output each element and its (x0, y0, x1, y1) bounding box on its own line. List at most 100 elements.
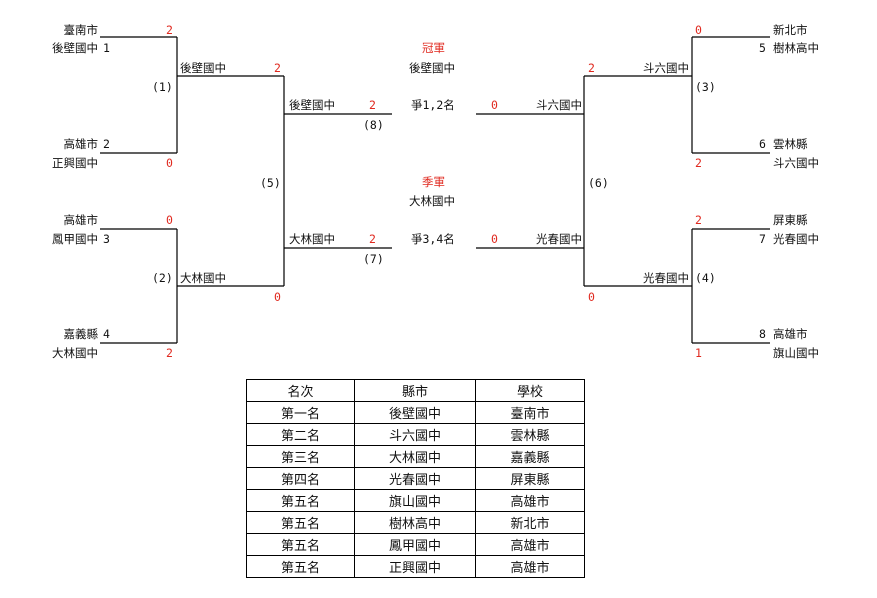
right-entry-6-score: 2 (695, 156, 702, 170)
left-entry-1-school: 後壁國中 (52, 41, 98, 55)
left-semi-2-winner: 大林國中 (289, 232, 335, 246)
left-entry-4-region: 嘉義縣 (63, 327, 99, 341)
table-row: 第五名 旗山國中 高雄市 (246, 489, 585, 512)
left-semi-2-score: 2 (369, 232, 376, 246)
region-cell: 新北市 (475, 511, 585, 534)
region-cell: 臺南市 (475, 401, 585, 424)
school-cell: 斗六國中 (354, 423, 476, 446)
right-game-3-score: 2 (588, 61, 595, 75)
table-row: 第三名 大林國中 嘉義縣 (246, 445, 585, 468)
right-entry-7-score: 2 (695, 213, 702, 227)
left-game-5-label: (5) (260, 176, 281, 190)
right-entry-8-school: 旗山國中 (773, 346, 819, 360)
left-entry-4-score: 2 (166, 346, 173, 360)
third-place-title: 季軍 (422, 175, 445, 189)
right-entry-6-school: 斗六國中 (773, 156, 819, 170)
left-game-2-score: 0 (274, 290, 281, 304)
left-game-1-winner: 後壁國中 (180, 61, 226, 75)
left-entry-2-seed: 2 (103, 137, 110, 151)
right-entry-7-region: 屏東縣 (773, 213, 808, 227)
rank-cell: 第五名 (246, 555, 355, 578)
rank-cell: 第五名 (246, 489, 355, 512)
region-cell: 雲林縣 (475, 423, 585, 446)
left-entry-3-score: 0 (166, 213, 173, 227)
champion-school: 後壁國中 (409, 61, 455, 75)
left-entry-3-region: 高雄市 (63, 213, 99, 227)
school-cell: 旗山國中 (354, 489, 476, 512)
left-entry-4-school: 大林國中 (52, 346, 98, 360)
right-entry-7-seed: 7 (759, 232, 766, 246)
left-entry-2-score: 0 (166, 156, 173, 170)
region-cell: 高雄市 (475, 489, 585, 512)
right-game-4-score: 0 (588, 290, 595, 304)
right-entry-8-region: 高雄市 (773, 327, 808, 341)
table-row: 第四名 光春國中 屏東縣 (246, 467, 585, 490)
rank-cell: 第五名 (246, 533, 355, 556)
left-entry-3-seed: 3 (103, 232, 110, 246)
left-entry-4-seed: 4 (103, 327, 110, 341)
left-semi-1-label: (8) (363, 118, 384, 132)
left-entry-3-school: 鳳甲國中 (52, 232, 98, 246)
table-row: 第一名 後壁國中 臺南市 (246, 401, 585, 424)
left-game-1-label: (1) (152, 80, 173, 94)
right-entry-6-region: 雲林縣 (773, 137, 808, 151)
rank-cell: 第二名 (246, 423, 355, 446)
right-semi-2-score: 0 (491, 232, 498, 246)
left-game-2-label: (2) (152, 271, 173, 285)
left-semi-2-label: (7) (363, 252, 384, 266)
right-entry-5-region: 新北市 (773, 23, 808, 37)
school-cell: 後壁國中 (354, 401, 476, 424)
header-school: 縣市 (354, 379, 476, 402)
left-entry-1-region: 臺南市 (63, 23, 99, 37)
right-semi-1-winner: 斗六國中 (536, 98, 582, 112)
right-entry-5-school: 樹林高中 (773, 41, 819, 55)
right-entry-8-score: 1 (695, 346, 702, 360)
table-row: 第五名 鳳甲國中 高雄市 (246, 533, 585, 556)
final-label: 爭1,2名 (411, 98, 455, 112)
region-cell: 嘉義縣 (475, 445, 585, 468)
rank-cell: 第一名 (246, 401, 355, 424)
table-row: 第五名 正興國中 高雄市 (246, 555, 585, 578)
school-cell: 鳳甲國中 (354, 533, 476, 556)
left-entry-1-score: 2 (166, 23, 173, 37)
right-entry-6-seed: 6 (759, 137, 766, 151)
results-header-row: 名次 縣市 學校 (246, 379, 585, 402)
right-entry-5-score: 0 (695, 23, 702, 37)
results-table: 名次 縣市 學校 第一名 後壁國中 臺南市 第二名 斗六國中 雲林縣 第三名 大… (246, 379, 585, 578)
right-game-4-winner: 光春國中 (643, 271, 689, 285)
right-semi-1-score: 0 (491, 98, 498, 112)
school-cell: 光春國中 (354, 467, 476, 490)
left-game-1-score: 2 (274, 61, 281, 75)
region-cell: 高雄市 (475, 555, 585, 578)
school-cell: 正興國中 (354, 555, 476, 578)
left-semi-1-score: 2 (369, 98, 376, 112)
right-entry-7-school: 光春國中 (773, 232, 819, 246)
champion-title: 冠軍 (422, 41, 445, 55)
left-entry-2-school: 正興國中 (52, 156, 98, 170)
left-semi-1-winner: 後壁國中 (289, 98, 335, 112)
school-cell: 大林國中 (354, 445, 476, 468)
right-game-6-label: (6) (588, 176, 609, 190)
left-entry-2-region: 高雄市 (63, 137, 99, 151)
table-row: 第二名 斗六國中 雲林縣 (246, 423, 585, 446)
rank-cell: 第五名 (246, 511, 355, 534)
rank-cell: 第四名 (246, 467, 355, 490)
right-entry-5-seed: 5 (759, 41, 766, 55)
region-cell: 高雄市 (475, 533, 585, 556)
right-entry-8-seed: 8 (759, 327, 766, 341)
left-game-2-winner: 大林國中 (180, 271, 226, 285)
table-row: 第五名 樹林高中 新北市 (246, 511, 585, 534)
right-game-3-label: (3) (695, 80, 716, 94)
header-region: 學校 (475, 379, 585, 402)
rank-cell: 第三名 (246, 445, 355, 468)
header-rank: 名次 (246, 379, 355, 402)
region-cell: 屏東縣 (475, 467, 585, 490)
third-place-match-label: 爭3,4名 (411, 232, 455, 246)
school-cell: 樹林高中 (354, 511, 476, 534)
right-game-3-winner: 斗六國中 (643, 61, 689, 75)
third-place-school: 大林國中 (409, 194, 455, 208)
right-semi-2-winner: 光春國中 (536, 232, 582, 246)
right-game-4-label: (4) (695, 271, 716, 285)
left-entry-1-seed: 1 (103, 41, 110, 55)
